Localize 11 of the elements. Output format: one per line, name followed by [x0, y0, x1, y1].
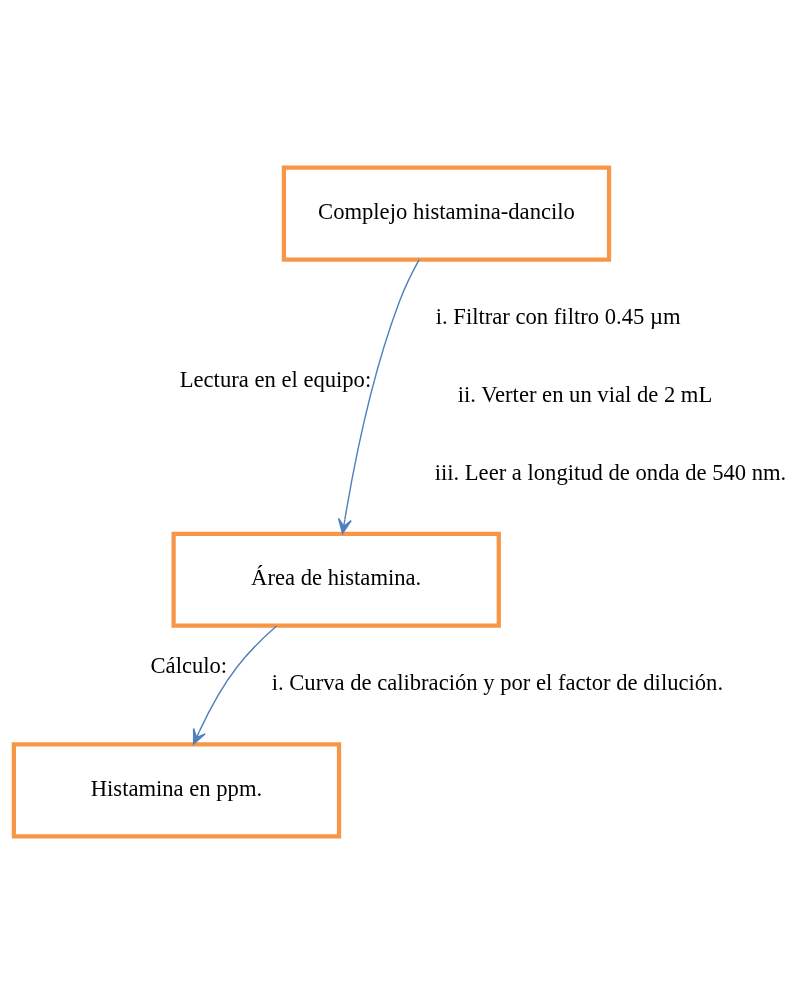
- arrow: [192, 624, 278, 745]
- node-box: Complejo histamina-dancilo: [281, 165, 612, 262]
- edge-label: Cálculo:: [150, 652, 228, 678]
- node-box: Histamina en ppm.: [11, 741, 342, 838]
- node-box: Área de histamina.: [171, 531, 501, 628]
- label: ii. Verter en un vial de 2 mL: [457, 381, 713, 407]
- edge-label: Lectura en el equipo:: [179, 366, 372, 392]
- arrow: [337, 258, 420, 534]
- label: i. Filtrar con filtro 0.45 µm: [435, 303, 681, 329]
- label: iii. Leer a longitud de onda de 540 nm.: [434, 459, 787, 485]
- label: i. Curva de calibración y por el factor de dilución.: [271, 669, 724, 695]
